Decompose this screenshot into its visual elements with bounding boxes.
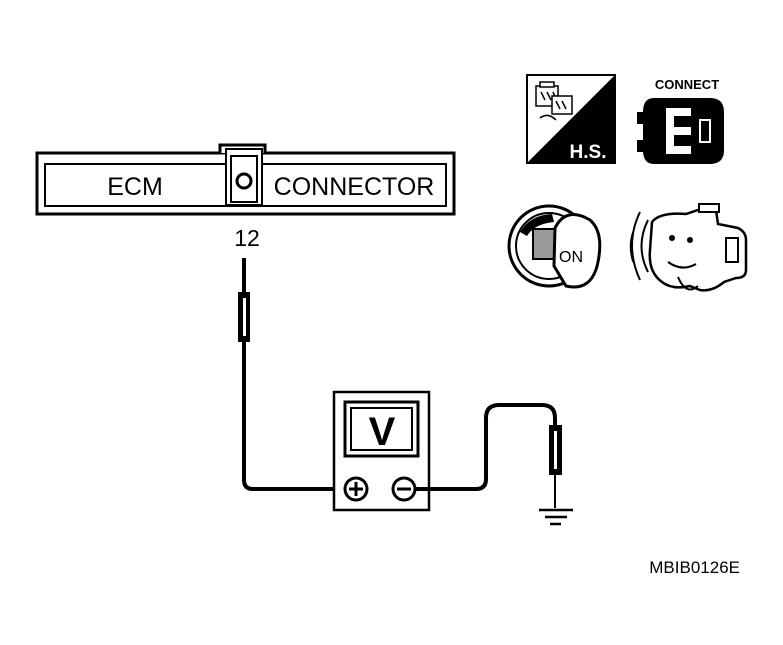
connect-icon: CONNECT [637,77,724,164]
ground-symbol [539,508,573,526]
ecm-connector: ECM CONNECTOR 12 [35,143,456,251]
connector-right-label: CONNECTOR [274,173,435,201]
figure-id: MBIB0126E [649,558,740,577]
connector-left-label: ECM [107,173,163,201]
connector-pin-hole [235,172,253,190]
voltmeter: V [332,390,431,512]
pin-number-label: 12 [234,225,260,251]
negative-probe [415,403,562,508]
connect-icon-text: CONNECT [655,77,719,92]
positive-probe [238,258,340,491]
harness-icon-text: H.S. [570,142,607,163]
engine-icon [629,203,748,292]
ignition-icon-text: ON [559,249,583,266]
harness-connector-icon: H.S. [526,74,616,164]
ignition-key-icon: ON [507,204,602,289]
meter-display: V [369,410,396,454]
